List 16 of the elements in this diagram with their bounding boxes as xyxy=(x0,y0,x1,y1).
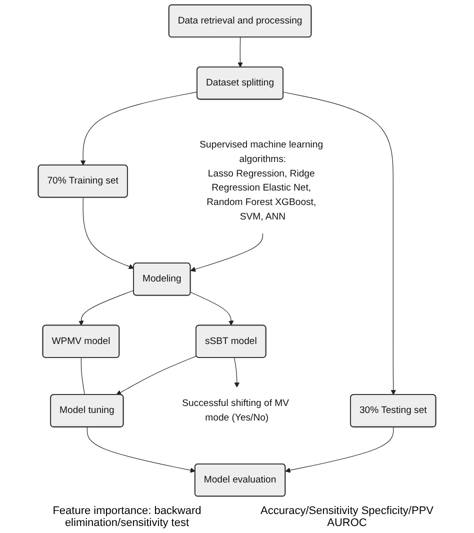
node-text: Successful shifting of MV mode (Yes/No) xyxy=(182,398,289,423)
arrow xyxy=(86,426,196,473)
arrow xyxy=(283,92,396,396)
arrow xyxy=(190,292,234,326)
connector xyxy=(80,358,86,396)
arrow xyxy=(238,37,243,68)
arrow xyxy=(78,290,134,326)
node-text: Supervised machine learning algorithms: Lasso Regression, Ridge Regression Elastic Net, Random Forest XGBoost, SVM, ANN xyxy=(200,140,324,222)
arrow xyxy=(190,232,263,272)
arrow xyxy=(285,426,394,473)
note-text: Accuracy/Sensitivity Specficity/PPV AUROC xyxy=(259,505,434,529)
arrow xyxy=(80,92,198,166)
arrow xyxy=(116,356,197,396)
arrow xyxy=(82,197,134,270)
arrow xyxy=(234,358,240,388)
note-text: Feature importance: backward elimination/sensitivity test xyxy=(52,505,202,529)
